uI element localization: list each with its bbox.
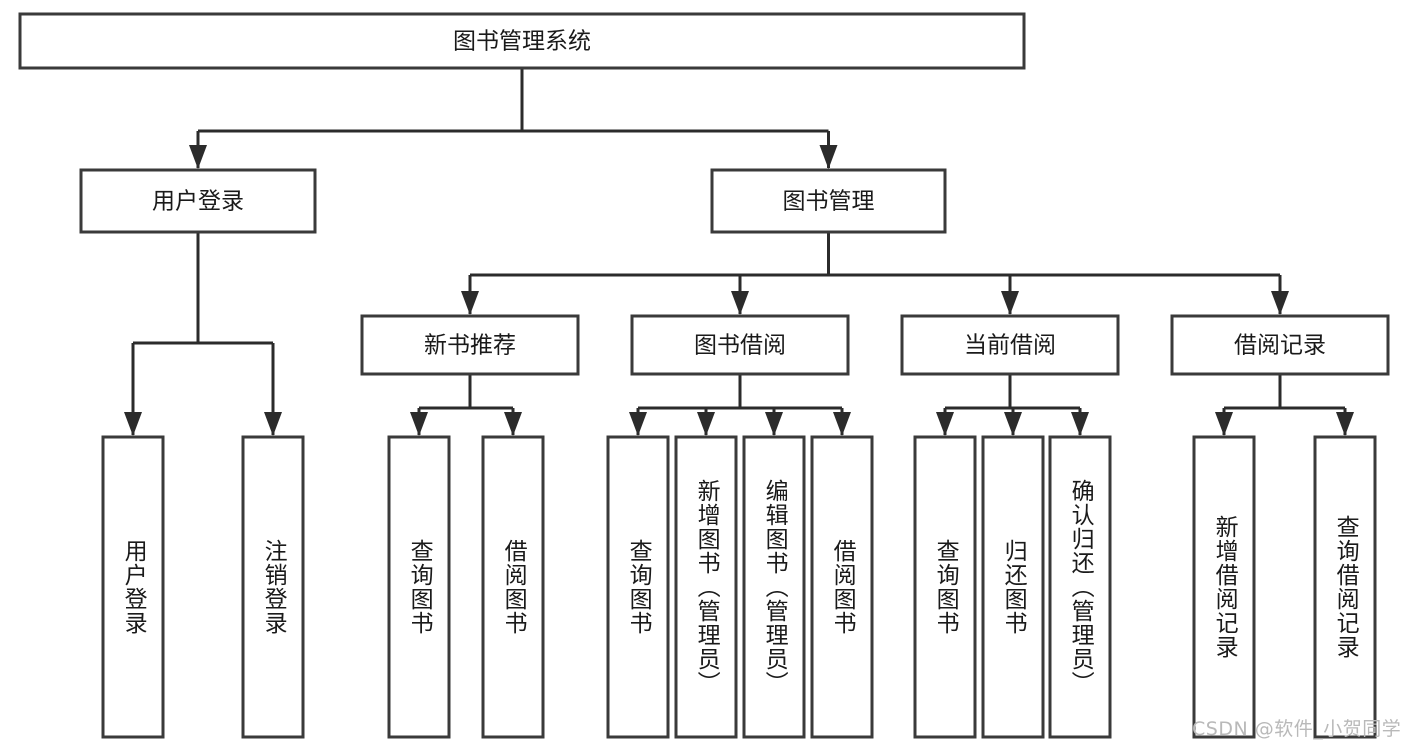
arrow-booksmgmt-to-level3-3 [1271, 291, 1289, 315]
node-box-level3-1[interactable] [630, 314, 850, 376]
arrow-borrowrecords-to-leaf-0 [1215, 412, 1233, 436]
node-label-level3-3: 借阅记录 [1234, 333, 1326, 359]
node-box-level2-0[interactable] [79, 168, 317, 234]
node-label-level2-1: 图书管理 [783, 189, 875, 215]
csdn-watermark: CSDN @软件_小贺同学 [1192, 718, 1402, 740]
node-label-level2-0: 用户登录 [152, 189, 244, 215]
connectors-layer [124, 68, 1354, 436]
node-box-level3-3[interactable] [1170, 314, 1390, 376]
node-box-root[interactable] [18, 12, 1026, 70]
arrow-borrowrecords-to-leaf-1 [1336, 412, 1354, 436]
arrow-currentborrow-to-leaf-0 [936, 412, 954, 436]
node-leaf-box-5[interactable] [674, 435, 738, 739]
arrow-booksmgmt-to-level3-0 [461, 291, 479, 315]
arrow-userlogin-to-leaf-1 [264, 412, 282, 436]
node-leaf-box-9[interactable] [981, 435, 1045, 739]
node-box-level2-1[interactable] [710, 168, 947, 234]
arrow-borrowbooks-to-leaf-2 [765, 412, 783, 436]
arrow-newbooks-to-leaf-0 [410, 412, 428, 436]
node-label-root: 图书管理系统 [453, 29, 591, 55]
arrow-newbooks-to-leaf-1 [504, 412, 522, 436]
node-leaf-box-3[interactable] [481, 435, 545, 739]
node-leaf-box-12[interactable] [1313, 435, 1377, 739]
node-leaf-box-8[interactable] [913, 435, 977, 739]
arrow-root-to-level2-1 [819, 145, 838, 169]
node-leaf-box-4[interactable] [606, 435, 670, 739]
arrow-userlogin-to-leaf-0 [124, 412, 142, 436]
node-leaf-box-11[interactable] [1192, 435, 1256, 739]
node-leaf-box-10[interactable] [1048, 435, 1112, 739]
arrow-currentborrow-to-leaf-2 [1071, 412, 1089, 436]
arrow-booksmgmt-to-level3-1 [731, 291, 749, 315]
arrow-borrowbooks-to-leaf-0 [629, 412, 647, 436]
boxes-layer [18, 12, 1390, 739]
arrow-borrowbooks-to-leaf-3 [833, 412, 851, 436]
arrow-root-to-level2-0 [189, 145, 207, 169]
node-label-level3-1: 图书借阅 [694, 333, 786, 359]
node-label-level3-2: 当前借阅 [964, 333, 1056, 359]
node-box-level3-0[interactable] [360, 314, 580, 376]
node-label-level3-0: 新书推荐 [424, 333, 516, 359]
arrow-booksmgmt-to-level3-2 [1001, 291, 1019, 315]
node-leaf-box-7[interactable] [810, 435, 874, 739]
node-leaf-box-6[interactable] [742, 435, 806, 739]
node-leaf-box-1[interactable] [241, 435, 305, 739]
node-leaf-box-0[interactable] [101, 435, 165, 739]
node-leaf-box-2[interactable] [387, 435, 451, 739]
arrow-currentborrow-to-leaf-1 [1004, 412, 1022, 436]
node-box-level3-2[interactable] [900, 314, 1120, 376]
arrow-borrowbooks-to-leaf-1 [697, 412, 715, 436]
